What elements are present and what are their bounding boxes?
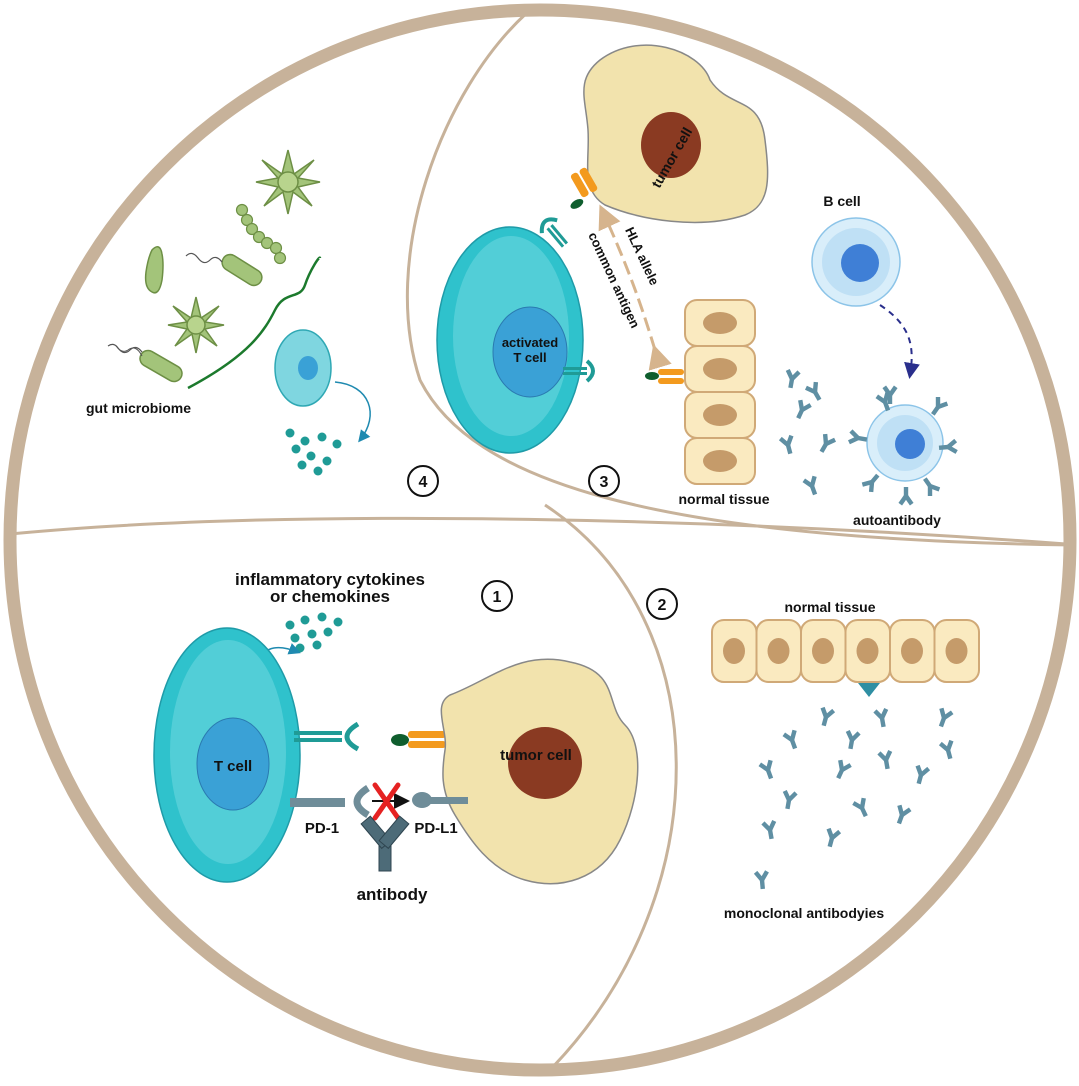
panel-number-1: 1: [481, 580, 513, 612]
cytokine-dot: [306, 451, 316, 461]
cytokine-dot: [317, 432, 327, 442]
cytokines-label-line2: or chemokines: [270, 587, 390, 606]
t-cell-label: T cell: [214, 758, 252, 775]
filament-icon: [187, 256, 322, 390]
panel-number-3: 3: [588, 465, 620, 497]
panel-4: gut microbiome 4: [86, 149, 439, 497]
plasma-cell-icon: [866, 404, 944, 482]
tissue-nucleus: [901, 638, 923, 664]
tissue-nucleus: [723, 638, 745, 664]
mhc-molecule-icon: [645, 369, 684, 384]
hla-cross-reactivity-arrow: [598, 204, 672, 371]
cytokine-dot: [317, 612, 327, 622]
cytokine-dot: [322, 456, 332, 466]
cytokine-dot: [285, 428, 295, 438]
panel-number-2: 2: [646, 588, 678, 620]
svg-text:1: 1: [493, 589, 502, 606]
cytokine-dot: [332, 439, 342, 449]
svg-text:2: 2: [658, 597, 667, 614]
cytokine-dot: [333, 617, 343, 627]
mhc-molecule-icon: [391, 731, 446, 748]
tumor-cell-icon: [440, 658, 639, 885]
b-cell-icon: [811, 217, 901, 307]
divider-arc-horizontal: [14, 516, 1066, 547]
tissue-damage-marker: [858, 683, 880, 697]
cytokine-dots: [285, 612, 343, 653]
cytokine-dots: [285, 428, 342, 476]
normal-tissue-label-p3: normal tissue: [678, 491, 769, 507]
cytokine-dot: [285, 620, 295, 630]
pdl1-label: PD-L1: [414, 820, 457, 837]
tumor-cell-icon: [583, 44, 769, 224]
cytokine-dot: [307, 629, 317, 639]
cytokine-dot: [312, 640, 322, 650]
checkpoint-antibody-icon: [360, 815, 410, 872]
secretion-arrow: [334, 381, 371, 443]
b-cell-label: B cell: [823, 193, 860, 209]
cytokine-dot: [297, 460, 307, 470]
svg-text:3: 3: [600, 474, 609, 491]
activated-t-cell-label-line1: activated: [502, 335, 558, 350]
rod-microbe-icon: [185, 252, 263, 287]
activated-t-cell-icon: [436, 226, 584, 454]
cytokine-dot: [313, 466, 323, 476]
activated-t-cell-label-line2: T cell: [513, 350, 546, 365]
divider-arc-panel12: [543, 503, 678, 1066]
mhc-molecule-icon: [570, 167, 598, 209]
normal-tissue-column-icon: [684, 299, 756, 485]
small-t-cell-icon: [274, 329, 332, 407]
cytokines-label-line1: inflammatory cytokines: [235, 570, 425, 589]
divider-arc-panel3: [405, 14, 1066, 547]
tcr-receptor-icon: [539, 217, 569, 248]
autoantibody-label: autoantibody: [853, 512, 941, 528]
svg-text:4: 4: [419, 474, 428, 491]
pdl1-ligand-icon: [412, 792, 468, 808]
pd1-receptor-icon: [290, 785, 371, 819]
block-cross-icon: [372, 782, 401, 821]
tcr-receptor-icon: [294, 721, 360, 752]
tissue-nucleus: [856, 638, 879, 664]
pd1-label: PD-1: [305, 820, 339, 837]
t-cell-icon: [153, 627, 301, 883]
rod-microbe-icon: [107, 343, 183, 383]
antibody-label: antibody: [357, 885, 428, 904]
tissue-nucleus: [767, 638, 790, 664]
cytokine-dot: [291, 444, 301, 454]
panel-3: tumor cell activated T cell: [436, 44, 959, 528]
cytokine-dot: [323, 627, 333, 637]
cytokine-dot: [300, 615, 310, 625]
monoclonal-antibodies-label: monoclonal antibodyies: [724, 905, 884, 921]
normal-tissue-label-p2: normal tissue: [784, 599, 875, 615]
tcr-receptor-icon: [563, 359, 595, 383]
tissue-nucleus: [812, 638, 834, 664]
panel-2: normal tissue monoclonal antibodyies 2: [646, 588, 980, 921]
cytokine-dot: [300, 436, 310, 446]
cytokine-dot: [290, 633, 300, 643]
tumor-cell-label-p1: tumor cell: [500, 747, 572, 764]
panel-number-4: 4: [407, 465, 439, 497]
panel-1: inflammatory cytokines or chemokines T c…: [153, 570, 639, 904]
normal-tissue-row-icon: [711, 619, 980, 683]
chain-microbe-icon: [235, 203, 287, 265]
star-microbe-icon: [255, 149, 321, 215]
gut-microbiome-label: gut microbiome: [86, 400, 191, 416]
star-microbe-icon: [167, 296, 225, 354]
tissue-nucleus: [945, 638, 968, 664]
rod-microbe-icon: [144, 246, 164, 294]
